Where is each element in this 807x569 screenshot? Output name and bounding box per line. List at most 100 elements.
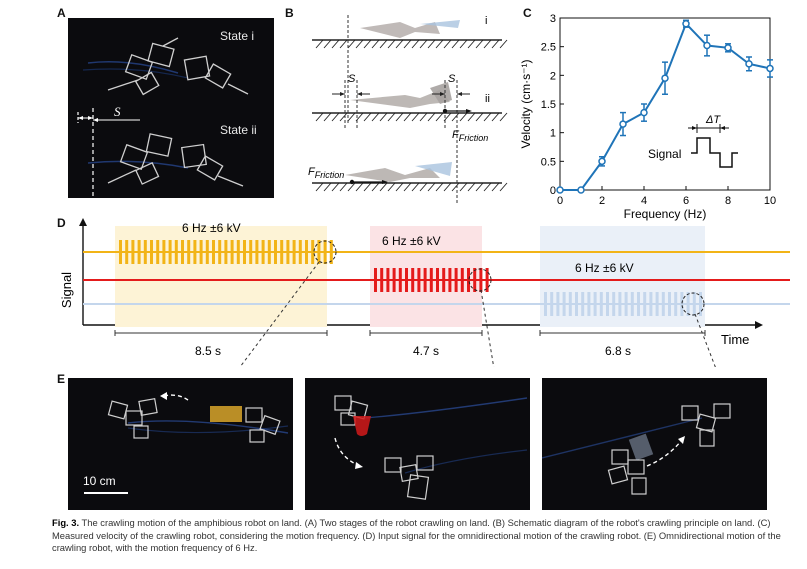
signal-3-pulse: [674, 292, 678, 316]
callout-line-3: [694, 313, 716, 367]
signal-2-pulse: [411, 268, 415, 292]
signal-1-pulse: [236, 240, 240, 264]
signal-3-pulse: [568, 292, 572, 316]
signal-1-pulse: [267, 240, 271, 264]
signal-1-duration: 8.5 s: [195, 344, 221, 358]
signal-1-pulse: [150, 240, 153, 264]
velocity-point: [556, 186, 564, 194]
signal-1-pulse: [230, 240, 234, 264]
velocity-point: [745, 60, 753, 68]
signal-3-pulse: [699, 292, 702, 316]
signal-timeline: Time Signal 6 Hz ±6 kV8.5 s6 Hz ±6 kV4.7…: [59, 218, 790, 367]
signal-2-pulse: [392, 268, 396, 292]
y-tick-label: 1.5: [541, 99, 556, 111]
signal-2-pulse: [398, 268, 402, 292]
signal-3-pulse: [643, 292, 647, 316]
signal-3-pulse: [556, 292, 560, 316]
signal-2-pulse: [485, 268, 489, 292]
callout-line-1: [239, 261, 320, 367]
friction-label-iii: FFriction: [308, 166, 344, 180]
stage-i-label: i: [485, 15, 487, 27]
signal-1-pulse: [249, 240, 253, 264]
signal-3-shade: [540, 226, 705, 327]
signal-3-pulse: [599, 292, 603, 316]
x-tick-label: 0: [557, 195, 563, 207]
signal-1-pulse: [119, 240, 122, 264]
y-tick-label: 1: [550, 128, 556, 140]
signal-1-pulse: [199, 240, 203, 264]
y-tick-label: 2: [550, 70, 556, 82]
signal-3-pulse: [680, 292, 684, 316]
state-i-label: State i: [220, 29, 255, 43]
caption-text: The crawling motion of the amphibious ro…: [52, 517, 781, 554]
crawling-principle-diagram: i ii S S FFriction FFriction: [308, 15, 508, 205]
panel-d-label: D: [57, 216, 66, 230]
legend-signal-label: Signal: [648, 147, 681, 161]
velocity-point: [640, 108, 648, 117]
panel-e-photo-3: [542, 378, 767, 510]
panel-a-photo: State i State ii S: [68, 18, 274, 198]
signal-2-pulse: [454, 268, 458, 292]
signal-3-pulse: [606, 292, 609, 316]
signal-3-duration: 6.8 s: [605, 344, 631, 358]
velocity-point: [724, 44, 732, 52]
panel-a-label: A: [57, 6, 66, 20]
velocity-point: [661, 74, 669, 82]
signal-legend: Signal ΔT: [648, 114, 738, 168]
velocity-point: [598, 157, 606, 166]
signal-3-pulse: [562, 292, 566, 316]
d-y-axis-label: Signal: [59, 272, 74, 308]
signal-1-pulse: [168, 240, 172, 264]
callout-line-2: [480, 289, 495, 367]
signal-1-pulse: [329, 240, 333, 264]
signal-3-pulse: [618, 292, 622, 316]
signal-3-label: 6 Hz ±6 kV: [575, 261, 634, 275]
signal-3-pulse: [686, 292, 690, 316]
signal-1-pulse: [280, 240, 284, 264]
signal-2-pulse: [442, 268, 446, 292]
x-tick-label: 10: [764, 195, 776, 207]
velocity-point: [703, 41, 711, 50]
signal-1-pulse: [274, 240, 277, 264]
panel-e-label: E: [57, 372, 66, 386]
signal-1-pulse: [137, 240, 141, 264]
signal-1-pulse: [311, 240, 315, 264]
velocity-point: [766, 64, 774, 73]
caption-fig-number: Fig. 3.: [52, 517, 80, 528]
signal-1-pulse: [193, 240, 197, 264]
signal-1-pulse: [174, 240, 178, 264]
s-distance-label: S: [114, 104, 121, 119]
signal-2-pulse: [448, 268, 452, 292]
velocity-line: [560, 21, 771, 191]
signal-2-pulse: [423, 268, 427, 292]
signal-1-pulse: [255, 240, 259, 264]
signal-2-pulse: [460, 268, 464, 292]
panel-e-photo-2: [305, 378, 530, 510]
x-tick-label: 4: [641, 195, 647, 207]
signal-3-pulse: [668, 292, 671, 316]
x-tick-label: 2: [599, 195, 605, 207]
signal-2-pulse: [417, 268, 421, 292]
scale-bar-label: 10 cm: [83, 474, 116, 488]
y-tick-label: 0: [550, 185, 556, 197]
x-tick-label: 6: [683, 195, 689, 207]
chart-x-axis-label: Frequency (Hz): [624, 207, 707, 221]
signal-1-pulse: [181, 240, 184, 264]
velocity-point: [682, 19, 690, 28]
signal-1-callout-circle: [313, 240, 337, 264]
panel-b-label: B: [285, 6, 294, 20]
y-tick-label: 2.5: [541, 42, 556, 54]
signal-1-pulse: [298, 240, 302, 264]
signal-3-pulse: [649, 292, 653, 316]
signal-3-pulse: [575, 292, 578, 316]
signal-3-pulse: [661, 292, 665, 316]
panel-c-label: C: [523, 6, 532, 20]
signal-1-pulse: [243, 240, 246, 264]
signal-2-pulse: [473, 268, 477, 292]
signal-1-pulse: [323, 240, 327, 264]
signal-2-pulse: [374, 268, 377, 292]
y-tick-label: 0.5: [541, 156, 556, 168]
signal-3-pulse: [581, 292, 585, 316]
signal-1-pulse: [187, 240, 191, 264]
signal-3-pulse: [692, 292, 696, 316]
